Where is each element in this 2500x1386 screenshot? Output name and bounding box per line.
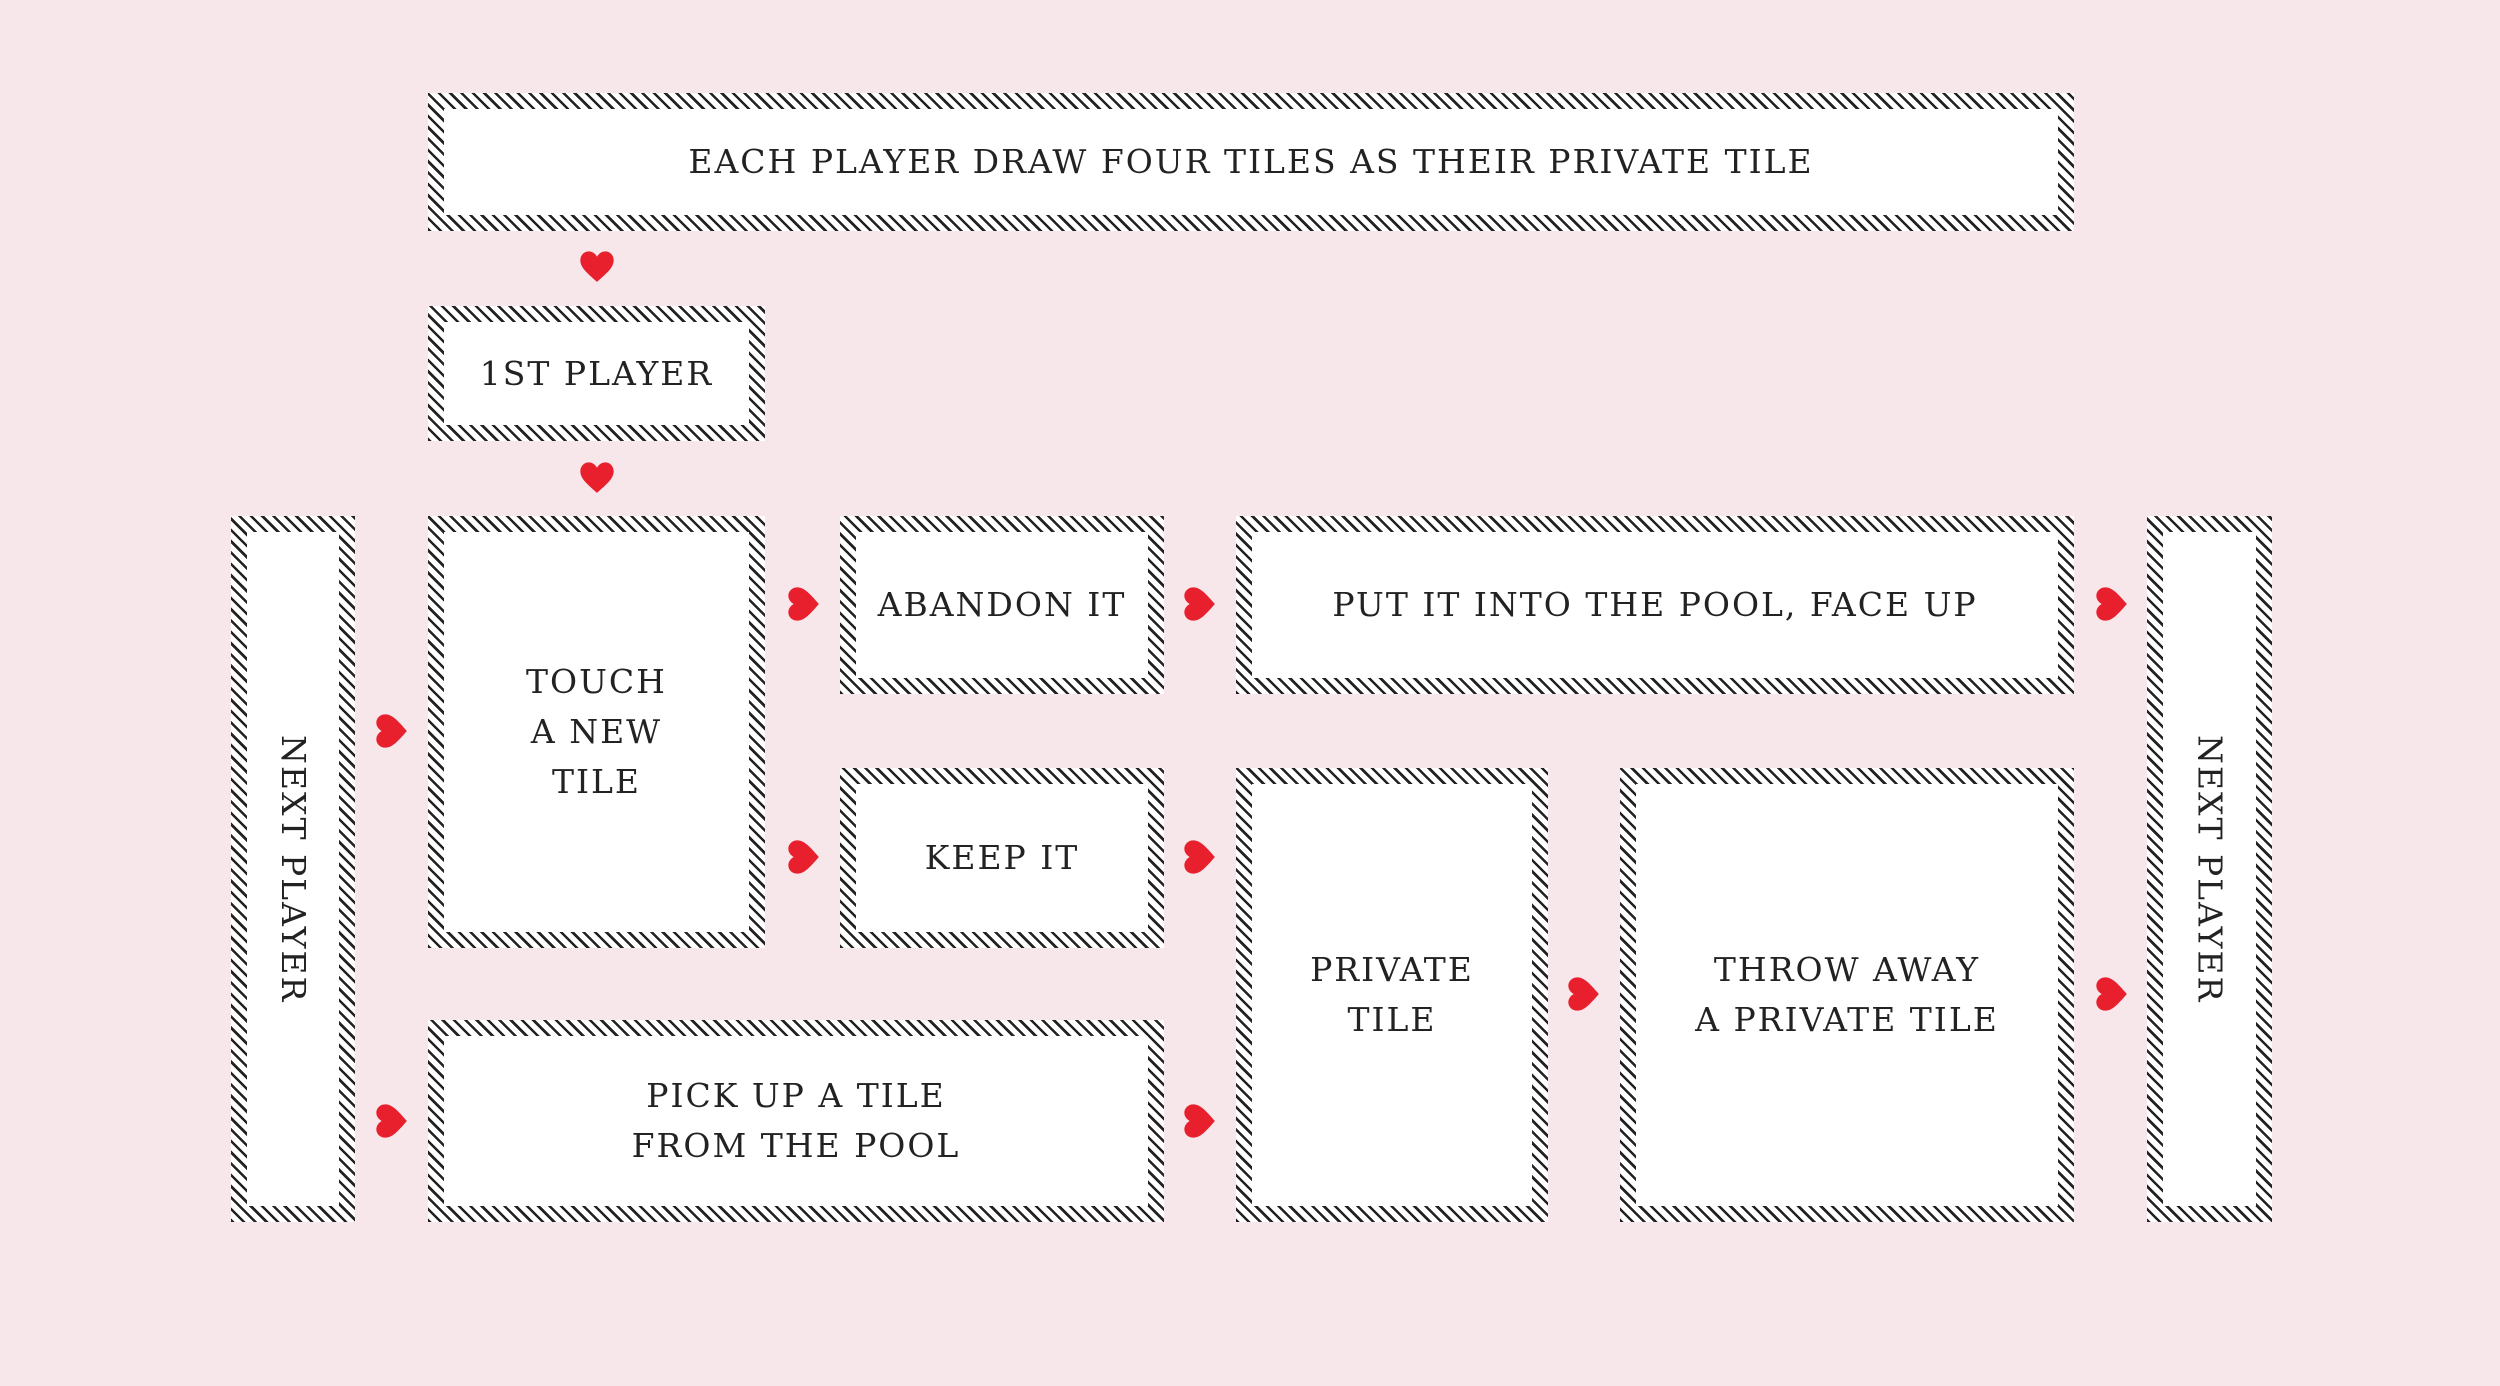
node-label: THROW AWAY A PRIVATE TILE [1636, 784, 2058, 1206]
node-draw-four-tiles: EACH PLAYER DRAW FOUR TILES AS THEIR PRI… [428, 93, 2074, 231]
node-throw-away: THROW AWAY A PRIVATE TILE [1620, 768, 2074, 1222]
node-label: PRIVATE TILE [1252, 784, 1532, 1206]
node-private-tile: PRIVATE TILE [1236, 768, 1548, 1222]
node-first-player: 1ST PLAYER [428, 306, 765, 441]
heart-icon [2091, 974, 2131, 1014]
node-label: PICK UP A TILE FROM THE POOL [444, 1036, 1148, 1206]
heart-icon [1179, 837, 1219, 877]
node-label: TOUCH A NEW TILE [444, 532, 749, 932]
heart-icon [577, 246, 617, 286]
node-abandon-it: ABANDON IT [840, 516, 1164, 694]
node-next-player-left: NEXT PLAYER [231, 516, 355, 1222]
node-label: NEXT PLAYER [2163, 532, 2256, 1206]
heart-icon [2091, 584, 2131, 624]
node-label: PUT IT INTO THE POOL, FACE UP [1252, 532, 2058, 678]
node-label: EACH PLAYER DRAW FOUR TILES AS THEIR PRI… [444, 109, 2058, 215]
node-next-player-right: NEXT PLAYER [2147, 516, 2272, 1222]
heart-icon [1179, 584, 1219, 624]
node-label: ABANDON IT [856, 532, 1148, 678]
node-touch-new-tile: TOUCH A NEW TILE [428, 516, 765, 948]
heart-icon [783, 837, 823, 877]
heart-icon [1179, 1101, 1219, 1141]
heart-icon [371, 711, 411, 751]
node-label: KEEP IT [856, 784, 1148, 932]
node-label: NEXT PLAYER [247, 532, 339, 1206]
heart-icon [783, 584, 823, 624]
heart-icon [371, 1101, 411, 1141]
node-put-into-pool: PUT IT INTO THE POOL, FACE UP [1236, 516, 2074, 694]
node-label: 1ST PLAYER [444, 322, 749, 425]
heart-icon [1563, 974, 1603, 1014]
node-keep-it: KEEP IT [840, 768, 1164, 948]
node-pick-up-from-pool: PICK UP A TILE FROM THE POOL [428, 1020, 1164, 1222]
heart-icon [577, 457, 617, 497]
